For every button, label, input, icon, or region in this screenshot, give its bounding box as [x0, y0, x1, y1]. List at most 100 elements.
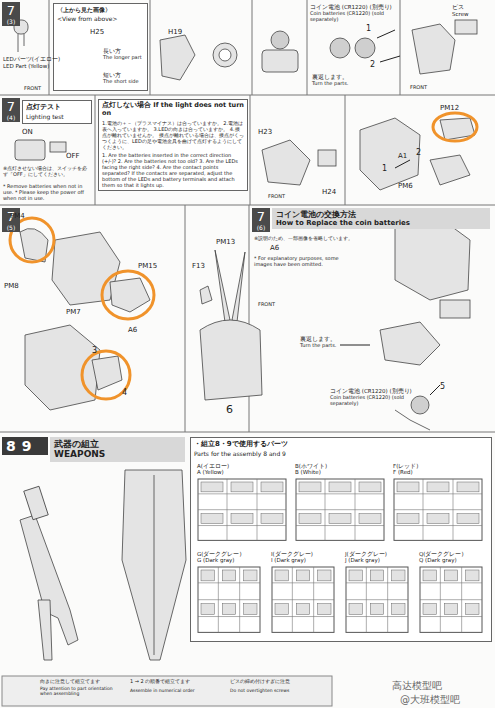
part-label: PM12 [440, 104, 459, 112]
runner-node: F(レッド)F (Red) [391, 462, 487, 544]
node-text: 1. Are the batteries inserted in the cor… [102, 152, 244, 188]
node-text: (5) [4, 224, 18, 231]
node-text: (4) [4, 114, 18, 121]
part-label: ビス [452, 4, 464, 11]
node-text: G (Dark gray) [197, 557, 263, 563]
node-text: F (Red) [393, 469, 485, 475]
part-label: FRONT [268, 194, 285, 200]
part-label: 長い方 [103, 48, 121, 54]
node-text: B (White) [295, 469, 387, 475]
part-label: PM4 [10, 212, 25, 220]
part-label: The short side [103, 79, 139, 85]
runner-frame [393, 478, 483, 541]
part-label: FRONT [410, 85, 427, 91]
band-node: 武器の組立WEAPONS [50, 437, 185, 462]
part-label: * Remove batteries when not in use. * Pl… [3, 184, 91, 201]
part-label: H23 [258, 128, 272, 136]
runner-node: G(ダークグレー)G (Dark gray) [195, 550, 265, 636]
node-text: F(レッド) [393, 463, 485, 469]
node-text: J(ダークグレー) [345, 551, 411, 557]
part-label: Coin batteries (CR1220) (sold separately… [330, 395, 418, 407]
box-node: 〈上から見た画像〉 <View from above> [53, 3, 148, 91]
node-text: (6) [254, 224, 268, 231]
part-label: Coin batteries (CR1220) (sold separately… [310, 11, 396, 23]
box-node: ・組立8・9で使用するパーツParts for the assembly 8 a… [190, 437, 492, 642]
node-text: Q (Dark gray) [419, 557, 485, 563]
part-label: H19 [168, 28, 182, 36]
callout-number: 6 [226, 404, 233, 417]
node-text: I(ダークグレー) [271, 551, 337, 557]
part-label: FRONT [258, 302, 275, 308]
part-label: LEDパーツ(イエロー) [3, 56, 60, 62]
part-label: FRONT [24, 86, 41, 92]
node-text: コイン電池の交換方法 [276, 210, 486, 219]
runner-node: B(ホワイト)B (White) [293, 462, 389, 544]
node-text: 7 [4, 3, 18, 18]
node-text: J (Dark gray) [345, 557, 411, 563]
part-label: Turn the parts. [300, 343, 336, 349]
node-text: 点灯しない場合 If the light does not turn on [102, 102, 244, 118]
node-text: Lighting test [26, 113, 88, 120]
part-label: H25 [90, 28, 104, 36]
part-label: F13 [192, 262, 205, 270]
runner-node: Q(ダークグレー)Q (Dark gray) [417, 550, 487, 636]
node-text: A (Yellow) [197, 469, 289, 475]
part-label: ON [22, 128, 33, 136]
node-text: 7 [4, 99, 18, 114]
node-text: 1.電池の＋－（プラスマイナス）は合っていますか。 2.電池は表へ入っていますか… [102, 120, 244, 150]
part-label: OFF [66, 152, 80, 160]
node-text: 武器の組立 [54, 439, 181, 449]
part-label: The longer part [103, 55, 142, 61]
part-label: コイン電池 (CR1220) (別売り) [310, 4, 396, 10]
runner-node: J(ダークグレー)J (Dark gray) [343, 550, 413, 636]
part-label: Turn the parts. [312, 81, 348, 87]
part-label: ※説明のため、一部画像を省略しています。 [254, 236, 354, 242]
node-text: WEAPONS [54, 449, 181, 459]
node-text: I (Dark gray) [271, 557, 337, 563]
node-text: G(ダークグレー) [197, 551, 263, 557]
callout-number: 1 [382, 164, 387, 173]
part-label: ビスの締め付けすぎに注意 [230, 679, 328, 685]
tab-node: 7(3) [2, 2, 20, 26]
part-label: 向きに注意して組立てます [40, 679, 125, 685]
callout-number: 4 [122, 388, 127, 397]
node-text: A(イエロー) [197, 463, 289, 469]
part-label: * For explanatory purposes, some images … [254, 256, 354, 268]
part-label: 裏返します。 [300, 336, 336, 342]
part-label: LED Part (Yellow) [3, 63, 49, 69]
part-label: A6 [270, 244, 279, 252]
node-text: ・組立8・9で使用するパーツ [194, 440, 488, 448]
part-label: PM6 [398, 182, 413, 190]
part-label: 1 → 2 の順番で組立てます [130, 679, 225, 685]
node-text: Q(ダークグレー) [419, 551, 485, 557]
node-text: 〈上から見た画像〉 [57, 6, 144, 13]
callout-number: 2 [370, 60, 375, 69]
part-label: Do not overtighten screws [230, 688, 328, 693]
runner-frame [271, 566, 335, 633]
tab-node: 7(4) [2, 98, 20, 122]
node-text: <View from above> [57, 15, 144, 22]
runner-node: I(ダークグレー)I (Dark gray) [269, 550, 339, 636]
node-text: 点灯テスト [26, 103, 88, 111]
part-label: PM15 [138, 262, 157, 270]
part-label: コイン電池 (CR1220) (別売り) [330, 388, 412, 394]
part-label: PM8 [4, 282, 19, 290]
callout-number: 3 [92, 346, 97, 355]
box-node: 点灯しない場合 If the light does not turn on 1.電… [98, 99, 248, 191]
part-label: PM7 [66, 308, 81, 316]
part-label: A1 [398, 152, 407, 160]
runner-frame [197, 566, 261, 633]
node-text: 8 [6, 438, 16, 454]
part-label: 短い方 [103, 72, 121, 78]
runner-frame [197, 478, 287, 541]
box-node: 点灯テスト Lighting test [22, 100, 92, 124]
runner-node: A(イエロー)A (Yellow) [195, 462, 291, 544]
tab-node: 7(6) [252, 208, 270, 232]
node-text: 7 [254, 209, 268, 224]
part-label: Pay attention to part orientation when a… [40, 686, 125, 696]
part-label: Assemble in numerical order [130, 688, 225, 693]
callout-number: 1 [366, 24, 371, 33]
runner-frame [345, 566, 409, 633]
runner-frame [419, 566, 483, 633]
